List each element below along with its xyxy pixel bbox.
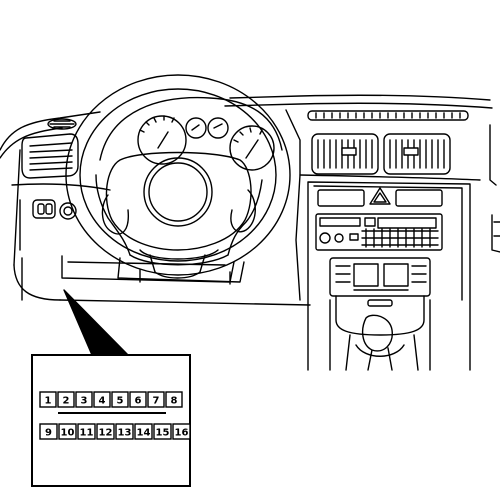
- connector-pin-label: 5: [117, 396, 124, 407]
- connector-pin: 6: [129, 391, 147, 408]
- connector-pin-cell: [57, 391, 75, 408]
- connector-pin-label: 10: [61, 428, 75, 439]
- connector-pin-label: 12: [99, 428, 113, 439]
- connector-pin-cell: [115, 423, 134, 440]
- connector-pin: 10: [58, 423, 77, 440]
- connector-pin: 5: [111, 391, 129, 408]
- connector-pin-cell: [111, 391, 129, 408]
- lower-dash-panel: [19, 199, 235, 301]
- right-dash-edge: [489, 124, 500, 253]
- connector-pin-cell: [172, 423, 191, 440]
- connector-pin-cell: [153, 423, 172, 440]
- connector-pin-label: 9: [45, 428, 52, 439]
- left-air-vent: [21, 118, 79, 179]
- connector-pin-cell: [134, 423, 153, 440]
- connector-pin-label: 1: [45, 396, 52, 407]
- connector-pin-cell: [75, 391, 93, 408]
- connector-pin: 11: [77, 423, 96, 440]
- connector-pin-label: 15: [156, 428, 170, 439]
- connector-pin: 12: [96, 423, 115, 440]
- connector-pin-cell: [39, 391, 57, 408]
- connector-pin-label: 3: [81, 396, 88, 407]
- connector-pin: 15: [153, 423, 172, 440]
- dashboard-outline: [0, 94, 493, 306]
- steering-wheel: [65, 74, 291, 279]
- left-switches: [32, 199, 77, 220]
- connector-pin: 3: [75, 391, 93, 408]
- connector-pin: 9: [39, 423, 58, 440]
- callout-pointer: [63, 289, 129, 356]
- connector-pin: 1: [39, 391, 57, 408]
- connector-pin: 16: [172, 423, 191, 440]
- connector-pin: 13: [115, 423, 134, 440]
- connector-pin-label: 7: [153, 396, 160, 407]
- center-console: [307, 181, 471, 371]
- connector-pin-label: 6: [135, 396, 142, 407]
- connector-pin: 4: [93, 391, 111, 408]
- top-vent-grille: [307, 110, 469, 121]
- connector-pin-label: 14: [137, 428, 151, 439]
- connector-pin-cell: [77, 423, 96, 440]
- center-air-vents: [311, 133, 451, 175]
- instrument-cluster: [99, 96, 283, 171]
- connector-pin: 14: [134, 423, 153, 440]
- connector-pin: 7: [147, 391, 165, 408]
- connector-pin-label: 2: [63, 396, 70, 407]
- connector-pin-label: 16: [175, 428, 189, 439]
- connector-pin-label: 8: [171, 396, 178, 407]
- connector-pin-label: 4: [99, 396, 106, 407]
- connector-pin-cell: [129, 391, 147, 408]
- connector-pin-cell: [96, 423, 115, 440]
- connector-bottom-row: 9 10 11 12 13 14 15 16: [39, 423, 191, 440]
- connector-pin-label: 13: [118, 428, 132, 439]
- connector-pin-cell: [147, 391, 165, 408]
- connector-pin-label: 11: [80, 428, 94, 439]
- connector-pin: 8: [165, 391, 183, 408]
- connector-pin-cell: [165, 391, 183, 408]
- connector-pin-cell: [93, 391, 111, 408]
- connector-pin-cell: [39, 423, 58, 440]
- connector-pin-cell: [58, 423, 77, 440]
- connector-pin: 2: [57, 391, 75, 408]
